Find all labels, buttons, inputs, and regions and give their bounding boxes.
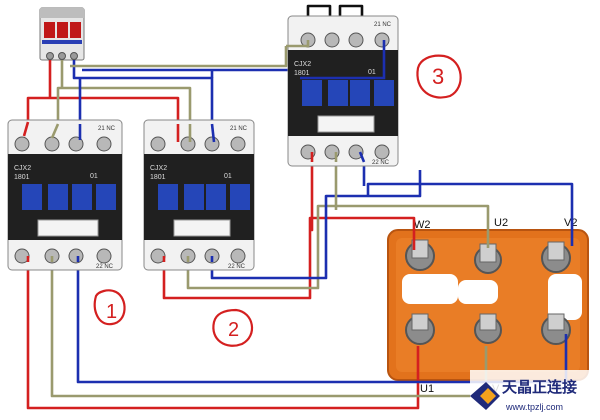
wire-blue-k2-out	[210, 170, 574, 280]
aux-contact-label: 01	[90, 173, 98, 180]
terminal-bolt-v1	[474, 313, 502, 344]
jumper-black-2	[338, 4, 364, 24]
svg-text:1: 1	[106, 301, 117, 323]
label-u2: U2	[494, 217, 508, 229]
contactor-model-num: 1801	[150, 174, 166, 181]
watermark-url: www.tpzlj.com	[505, 402, 563, 412]
terminal-wire-stubs	[22, 40, 386, 262]
wire-olive-k2-out	[186, 204, 490, 290]
wire-red-k3	[310, 156, 314, 232]
wire-red-k2-out	[162, 216, 416, 300]
handwritten-number-2: 2	[212, 308, 253, 347]
contactor-model: CJX2	[150, 165, 167, 172]
wire-blue-k1-out	[76, 262, 568, 384]
watermark-logo-icon	[470, 382, 500, 410]
watermark: 天晶正连接 www.tpzlj.com	[470, 370, 598, 416]
nc-top-label: 21 NC	[98, 126, 116, 132]
watermark-brand: 天晶正连接	[502, 378, 577, 396]
terminal-bolt-v2	[541, 241, 571, 273]
contactor-model-num: 1801	[14, 174, 30, 181]
handwritten-number-3: 3	[416, 54, 462, 99]
circuit-breaker	[39, 7, 85, 61]
contactor-2: CJX2 1801 01 21 NC 22 NC	[143, 119, 255, 271]
wire-olive-to-k3	[70, 46, 288, 68]
nc-bottom-label: 22 NC	[96, 264, 114, 270]
contactor-1: CJX2 1801 01 21 NC 22 NC	[7, 119, 123, 271]
terminal-bolt-u1	[405, 313, 435, 345]
contactor-model-num: 1801	[294, 70, 310, 77]
wire-blue-l3	[72, 60, 214, 124]
aux-contact-label: 01	[224, 173, 232, 180]
wire-olive-l2	[56, 60, 192, 124]
nc-top-label: 21 NC	[230, 126, 248, 132]
aux-contact-label: 01	[368, 69, 376, 76]
terminal-bolt-w1	[541, 313, 571, 345]
nc-bottom-label: 22 NC	[228, 264, 246, 270]
motor-terminal-box: W2 U2 V2 U1 V	[387, 217, 589, 395]
nc-top-label: 21 NC	[374, 22, 392, 28]
wire-red-k1-out	[26, 262, 420, 410]
wires	[26, 4, 574, 410]
label-u1: U1	[420, 383, 434, 395]
contactor-model: CJX2	[14, 165, 31, 172]
svg-text:2: 2	[228, 319, 239, 341]
contactor-3: CJX2 1801 01 21 NC 22 NC	[287, 15, 399, 167]
label-w2: W2	[414, 219, 431, 231]
jumper-black-1	[306, 4, 332, 24]
handwritten-number-1: 1	[93, 289, 126, 326]
nc-bottom-label: 22 NC	[372, 160, 390, 166]
wire-red-l1	[26, 60, 180, 124]
svg-text:3: 3	[432, 64, 444, 89]
contactor-model: CJX2	[294, 61, 311, 68]
